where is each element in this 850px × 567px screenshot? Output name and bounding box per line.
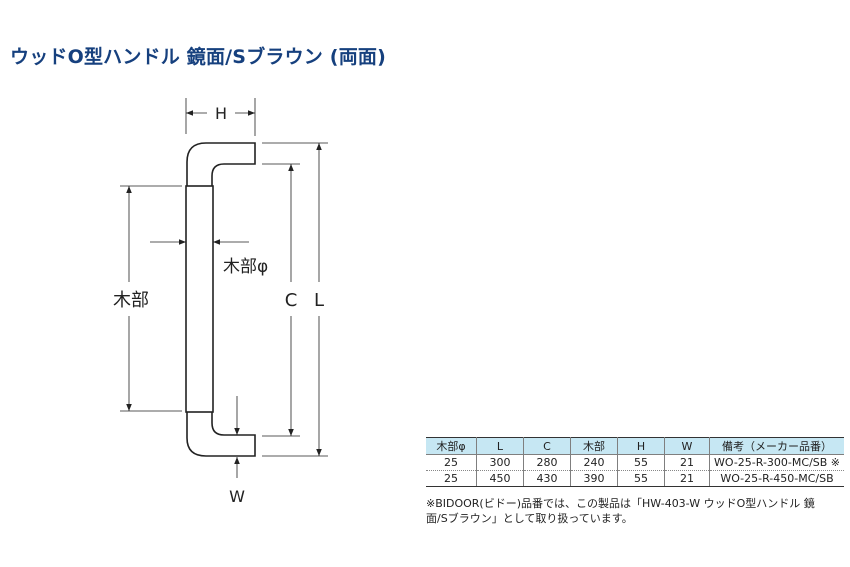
l-dimension (262, 142, 328, 457)
table-cell: 55 (617, 470, 665, 487)
h-label: H (215, 104, 227, 123)
table-cell: 21 (664, 470, 710, 487)
col-header-wood-length: 木部 (570, 437, 618, 455)
handle-shape (185, 142, 256, 457)
spec-table-header-row: 木部φ L C 木部 H W 備考（メーカー品番） (426, 437, 844, 455)
handle-wood-grip (185, 185, 214, 413)
wood-length-label: 木部 (113, 290, 149, 311)
table-cell: 21 (664, 454, 710, 471)
col-header-w: W (664, 437, 710, 455)
table-cell: 25 (426, 470, 477, 487)
wood-diameter-label: 木部φ (223, 257, 268, 277)
col-header-remarks: 備考（メーカー品番） (709, 437, 844, 455)
table-row: 25 300 280 240 55 21 WO-25-R-300-MC/SB ※ (426, 454, 844, 471)
col-header-c: C (523, 437, 571, 455)
table-cell: 280 (523, 454, 571, 471)
c-label: C (285, 290, 298, 311)
h-dimension (185, 98, 256, 136)
table-cell: WO-25-R-450-MC/SB (709, 470, 844, 487)
table-cell: 55 (617, 454, 665, 471)
col-header-l: L (476, 437, 524, 455)
handle-bottom-bend (186, 412, 256, 457)
table-cell: 25 (426, 454, 477, 471)
handle-top-bend (186, 142, 256, 186)
page-title: ウッドO型ハンドル 鏡面/Sブラウン (両面) (10, 46, 386, 68)
table-cell: 430 (523, 470, 571, 487)
c-dimension (262, 163, 300, 437)
spec-table: 木部φ L C 木部 H W 備考（メーカー品番） 25 300 280 240… (426, 437, 844, 487)
l-label: L (314, 290, 324, 311)
wood-length-dimension (120, 185, 182, 412)
footnote: ※BIDOOR(ビドー)品番では、この製品は「HW-403-W ウッドO型ハンド… (426, 497, 815, 525)
table-row: 25 450 430 390 55 21 WO-25-R-450-MC/SB (426, 470, 844, 487)
table-cell: WO-25-R-300-MC/SB ※ (709, 454, 844, 471)
table-cell: 300 (476, 454, 524, 471)
w-label: W (229, 487, 245, 506)
table-cell: 240 (570, 454, 618, 471)
col-header-wood-diameter: 木部φ (426, 437, 477, 455)
table-cell: 390 (570, 470, 618, 487)
table-cell: 450 (476, 470, 524, 487)
col-header-h: H (617, 437, 665, 455)
